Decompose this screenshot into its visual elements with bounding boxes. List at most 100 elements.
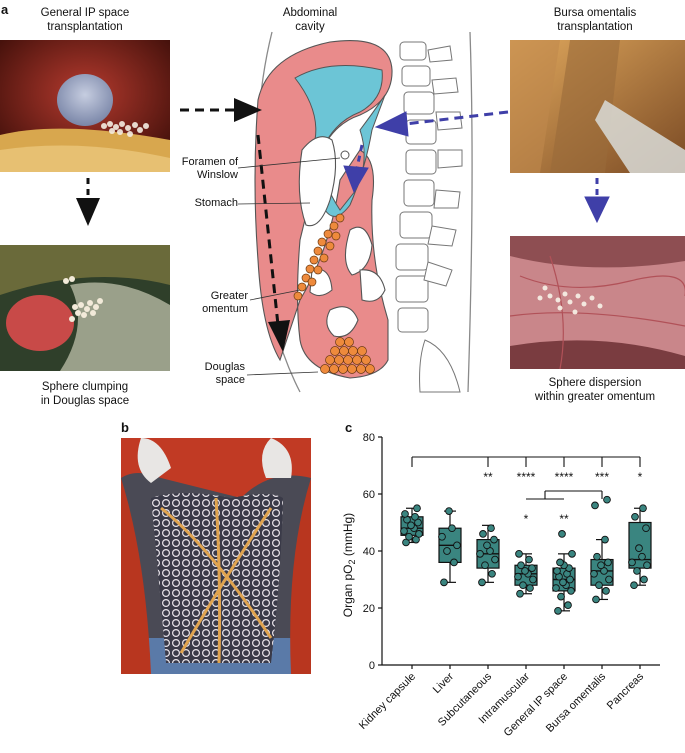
data-point <box>602 587 610 595</box>
photo-bursa-omentalis <box>510 40 685 173</box>
data-point <box>595 581 603 590</box>
blue-arrows <box>343 110 610 224</box>
data-point <box>643 561 651 570</box>
x-label: Liver <box>431 670 457 696</box>
abdominal-cavity-caption: Abdominal cavity <box>255 6 365 34</box>
data-point <box>557 592 565 601</box>
sig-top: *** <box>595 470 609 484</box>
data-point <box>440 578 448 587</box>
data-point <box>445 507 453 515</box>
dispersion-caption: Sphere dispersion within greater omentum <box>505 376 685 404</box>
data-point <box>415 530 423 538</box>
general-ip-caption-line1: General IP space <box>40 7 130 19</box>
data-point <box>519 581 527 590</box>
svg-text:Organ pO2 (mmHg): Organ pO2 (mmHg) <box>341 513 357 617</box>
data-point <box>411 512 419 521</box>
data-point <box>593 552 601 561</box>
data-point <box>559 578 567 587</box>
data-point <box>483 541 491 550</box>
data-point <box>525 555 533 564</box>
data-point <box>529 575 537 584</box>
y-tick-label: 40 <box>363 546 375 558</box>
omentum-spheres <box>293 213 345 301</box>
data-point <box>640 575 648 584</box>
data-point <box>553 567 561 575</box>
clumping-caption: Sphere clumping in Douglas space <box>0 380 170 408</box>
data-point <box>554 607 562 615</box>
y-tick-label: 80 <box>363 432 375 444</box>
black-arrows <box>76 98 290 352</box>
data-point <box>528 564 536 572</box>
data-point <box>604 558 612 567</box>
data-point <box>401 510 409 518</box>
greater-line2: omentum <box>202 303 248 315</box>
panel-letter-b: b <box>121 420 129 435</box>
sig-top: **** <box>555 470 574 484</box>
data-point <box>526 584 534 592</box>
data-point <box>476 550 484 558</box>
data-point <box>490 535 498 544</box>
data-point <box>400 527 408 535</box>
bursa-caption-line2: transplantation <box>557 21 633 33</box>
y-axis-title-unit: (mmHg) <box>341 513 355 560</box>
x-label: Pancreas <box>605 670 647 712</box>
abdominal-line2: cavity <box>295 21 325 33</box>
data-point <box>443 547 451 555</box>
y-tick-label: 20 <box>363 603 375 615</box>
y-tick-label: 60 <box>363 489 375 501</box>
photo-omentum-net <box>121 438 311 674</box>
sig-inner: * <box>524 512 529 526</box>
data-point <box>591 501 599 510</box>
y-axis-title-sub: 2 <box>347 559 357 564</box>
data-point <box>438 532 446 541</box>
data-point <box>605 575 613 584</box>
panel-letter-a: a <box>1 2 9 17</box>
y-axis-title: Organ pO2 (mmHg) <box>341 513 357 617</box>
sig-top: ** <box>483 470 493 484</box>
abdominal-line1: Abdominal <box>282 7 338 19</box>
data-point <box>603 495 611 504</box>
data-point <box>642 524 650 533</box>
data-point <box>479 530 487 538</box>
data-point <box>628 558 636 567</box>
douglas-line1: Douglas <box>204 361 245 373</box>
photo-sphere-clumping <box>0 245 170 371</box>
greater-line1: Greater <box>210 290 248 302</box>
bursa-caption: Bursa omentalis transplantation <box>505 6 685 34</box>
clumping-line1: Sphere clumping <box>41 381 129 393</box>
y-axis-title-main: Organ pO <box>341 564 355 617</box>
label-douglas: Douglas space <box>190 361 245 387</box>
data-point <box>515 550 523 558</box>
label-greater-omentum: Greater omentum <box>190 290 248 316</box>
general-ip-caption: General IP space transplantation <box>0 6 170 34</box>
data-point <box>450 558 458 567</box>
data-point <box>491 555 499 564</box>
data-point <box>407 521 415 530</box>
data-point <box>568 550 576 558</box>
data-point <box>405 532 413 541</box>
sig-top: * <box>638 470 643 484</box>
data-point <box>516 589 524 598</box>
data-point <box>488 569 496 578</box>
data-point <box>448 524 456 533</box>
peritoneal-cavity <box>254 40 393 379</box>
data-point <box>567 587 575 595</box>
data-point <box>597 561 605 570</box>
label-stomach: Stomach <box>194 197 238 209</box>
data-point <box>413 504 421 513</box>
data-point <box>517 561 525 570</box>
photo-sphere-dispersion <box>510 236 685 369</box>
data-point <box>453 541 461 550</box>
x-label: Kidney capsule <box>357 671 418 732</box>
sig-inner: ** <box>559 512 569 526</box>
panel-letter-c: c <box>345 420 353 435</box>
foramen-line2: Winslow <box>197 169 238 181</box>
data-point <box>514 572 522 581</box>
douglas-line2: space <box>215 374 245 386</box>
bursa-caption-line1: Bursa omentalis <box>553 7 637 19</box>
photo-general-ip <box>0 40 170 172</box>
data-point <box>481 561 489 570</box>
data-point <box>487 524 495 533</box>
data-point <box>558 530 566 538</box>
